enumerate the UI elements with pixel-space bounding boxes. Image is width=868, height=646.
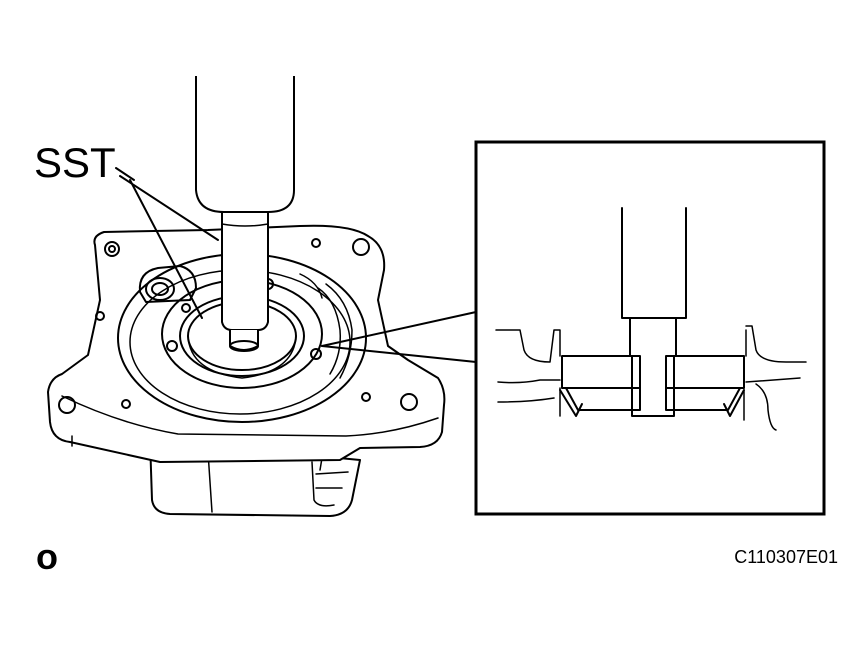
mark-label: o: [36, 536, 58, 577]
leader-lines: [115, 167, 219, 319]
detail-view: [474, 140, 826, 516]
sst-label: SST: [34, 139, 116, 186]
sst-tool: [195, 76, 295, 352]
figure-code: C110307E01: [734, 547, 838, 567]
callout-connector: [321, 311, 477, 363]
